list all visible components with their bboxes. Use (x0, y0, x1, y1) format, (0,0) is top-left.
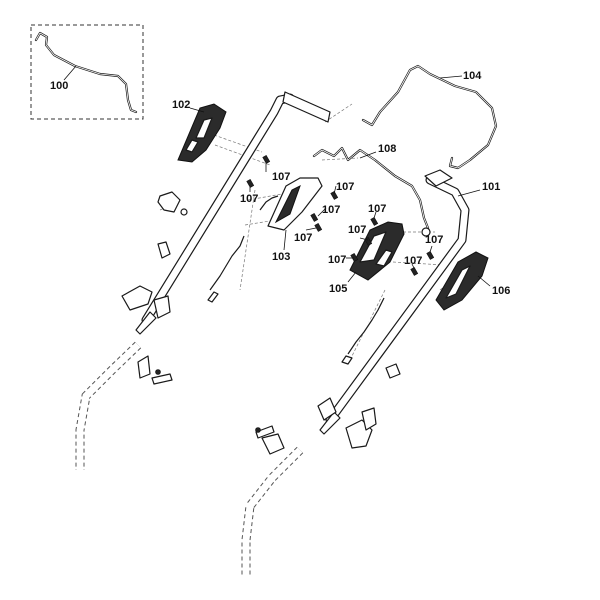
hardware-right (255, 297, 401, 455)
label-100: 100 (50, 80, 68, 92)
label-102: 102 (172, 99, 190, 111)
cable-part-100 (34, 31, 138, 114)
label-107-a: 107 (272, 171, 290, 183)
label-105: 105 (329, 283, 347, 295)
lower-handle-left-ghost (75, 341, 142, 470)
label-104: 104 (463, 70, 482, 82)
label-107-c: 107 (336, 181, 354, 193)
label-107-g: 107 (348, 224, 366, 236)
cover-part-102 (177, 103, 227, 163)
cable-part-104 (361, 64, 498, 170)
label-103: 103 (272, 251, 290, 263)
upper-handle-right-part-101 (319, 169, 481, 435)
leaders-107 (249, 163, 433, 269)
lower-handle-right-ghost (241, 446, 304, 575)
cable-part-108 (312, 146, 431, 237)
upper-handle-left-bar (135, 91, 331, 335)
label-107-i: 107 (425, 234, 443, 246)
label-107-h: 107 (328, 254, 346, 266)
label-106: 106 (492, 285, 510, 297)
label-101: 101 (482, 181, 500, 193)
label-108: 108 (378, 143, 396, 155)
inset-frame (30, 24, 144, 120)
label-107-b: 107 (240, 193, 258, 205)
cover-part-103 (267, 177, 323, 251)
label-107-e: 107 (294, 232, 312, 244)
hardware-left (121, 191, 279, 385)
cover-part-105 (347, 221, 405, 283)
label-107-j: 107 (404, 255, 422, 267)
label-107-f: 107 (368, 203, 386, 215)
cover-part-106 (435, 251, 491, 311)
label-107-d: 107 (322, 204, 340, 216)
